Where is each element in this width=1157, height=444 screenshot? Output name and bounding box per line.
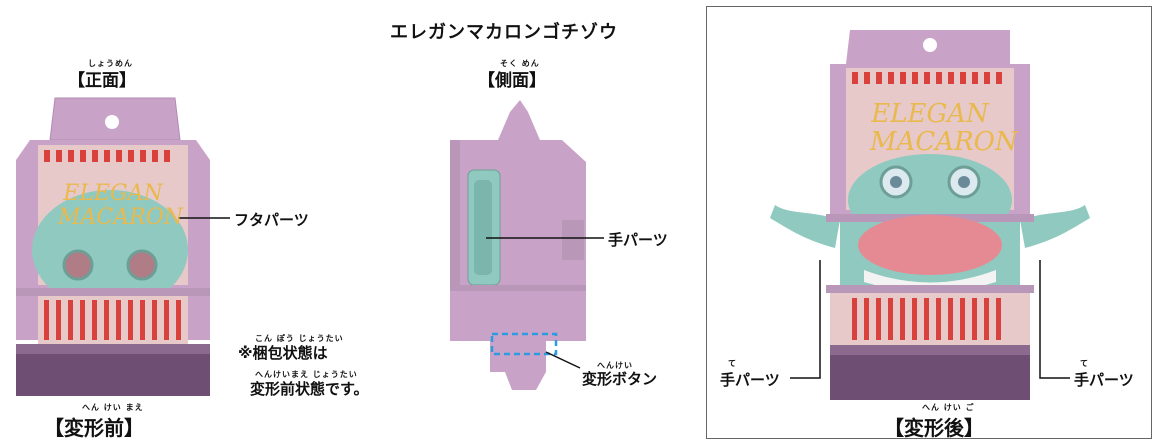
before-label-ruby: へん けい まえ [82,403,144,412]
after-logo: ELEGAN MACARON [870,99,1018,157]
after-hang-hole [923,38,937,52]
note-line-1: ※梱包状態は [238,344,328,362]
after-label-ruby: へん けい ご [922,403,975,412]
front-divider [16,288,210,296]
callout-hand-parts-side: 手パーツ [608,231,668,249]
side-top-spike [498,100,540,140]
front-left-eye [62,249,94,281]
callout-button-ruby: へんけい [597,361,633,370]
callout-lid-parts: フタパーツ [234,211,309,229]
front-window-bottom [38,296,188,344]
callout-hand-parts-right: 手パーツ [1074,371,1134,389]
side-view-label: 【側面】 [478,71,546,91]
front-hang-hole [105,115,119,129]
note-line-2: 変形前状態です。 [250,380,369,398]
callout-line-left-hand [790,260,821,379]
note-ruby-2: へんけいまえ じょうたい [255,370,358,379]
after-stripes-top [852,72,1002,84]
right-hand-ruby: て [1080,359,1089,368]
after-left-arm [770,205,840,248]
after-right-arm [1020,205,1090,248]
front-label-ruby: しょうめん [88,59,133,68]
after-transform-label: 【変形後】 [884,416,984,440]
after-transform-panel [706,6,1152,439]
front-face [32,190,188,310]
front-logo: ELEGAN MACARON [58,181,183,230]
left-hand-ruby: て [728,359,737,368]
front-view-label: 【正面】 [68,71,136,91]
after-mouth [858,215,1002,275]
callout-line-button [545,351,581,369]
callout-line-right-hand [1039,260,1070,379]
callout-hand-parts-left: 手パーツ [720,371,780,389]
front-logo-line2: MACARON [58,205,183,230]
transform-button-highlight [490,332,558,356]
product-title: エレガンマカロンゴチゾウ [390,22,618,43]
note-ruby-1: こん ぽう じょうたい [255,334,344,343]
after-logo-line2: MACARON [870,127,1018,157]
front-logo-line1: ELEGAN [63,181,163,206]
after-logo-line1: ELEGAN [871,99,989,129]
callout-transform-button: 変形ボタン [582,370,658,388]
after-stripes-bottom [852,298,1001,340]
side-label-ruby: そく めん [500,59,540,68]
front-stripes-bottom [44,300,181,340]
before-transform-label: 【変形前】 [44,416,144,440]
front-stripes-top [44,150,170,162]
front-right-eye [126,249,158,281]
